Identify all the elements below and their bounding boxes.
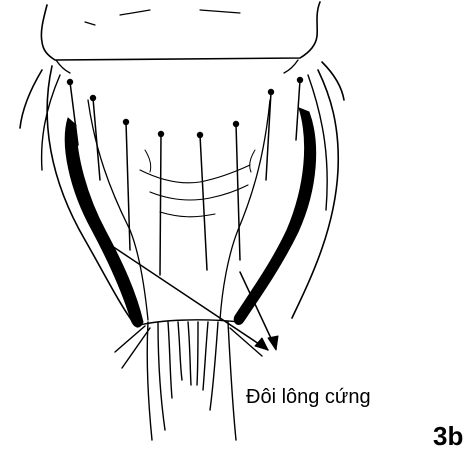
center-texture [140,165,250,183]
bristle-heads [67,77,303,138]
pointer-arrowhead-1 [255,338,268,350]
center-texture-2 [150,185,248,200]
lower-tube-lines [147,322,236,440]
top-plate-tick [85,10,240,25]
center-texture-3 [160,212,215,217]
left-outer-curve-2 [20,70,42,128]
left-inner-contour [88,100,148,320]
top-plate-outline [41,2,320,60]
lower-left-spike [115,326,150,368]
bristle-pair-label: Đôi lông cứng [246,386,371,409]
pointer-arrowhead-2 [268,336,278,350]
left-sclerite-band [65,118,143,327]
top-plate-lower-rim [56,60,298,73]
panel-label: 3b [433,421,463,452]
left-outer-curve-3 [42,75,60,170]
right-outer-curve-2 [322,62,344,100]
